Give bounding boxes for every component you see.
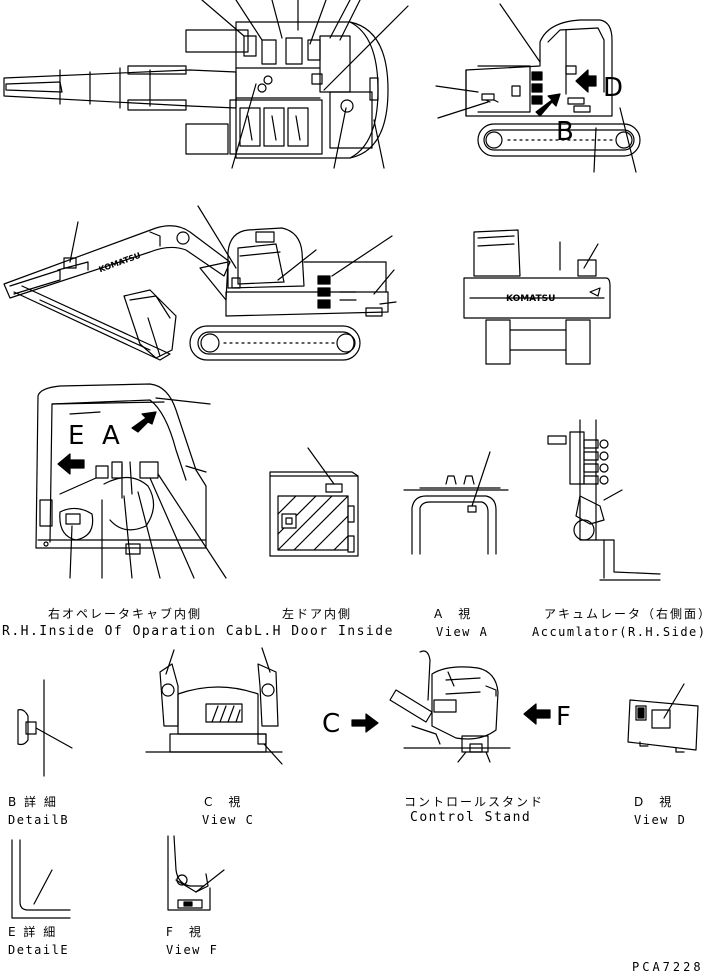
- caption-rh-cab-en: R.H.Inside Of Oparation Cab: [2, 624, 254, 639]
- caption-control-stand-en: Control Stand: [410, 810, 532, 825]
- caption-rh-cab-jp: 右オペレータキャブ内側: [48, 607, 203, 621]
- caption-view-c-jp: C 視: [204, 795, 243, 809]
- caption-detail-b-jp: B 詳 細: [8, 795, 58, 809]
- caption-lh-door-jp: 左ドア内側: [282, 607, 353, 621]
- detail-b: [17, 679, 73, 777]
- accumulator-view: [547, 419, 661, 581]
- marker-c: C: [322, 709, 341, 739]
- detail-e: [11, 839, 71, 919]
- arrow-f-icon: [523, 703, 551, 725]
- marker-f: F: [556, 702, 571, 732]
- view-a: [403, 451, 509, 555]
- top-view-excavator: [3, 0, 409, 169]
- caption-view-c-en: View C: [202, 813, 255, 827]
- caption-detail-e-en: DetailE: [8, 943, 70, 957]
- drawing-code: PCA7228: [632, 960, 704, 974]
- caption-view-f-jp: F 視: [166, 925, 203, 939]
- control-stand: [389, 650, 511, 763]
- marker-e: E: [68, 421, 85, 451]
- rear-view: [463, 229, 611, 365]
- side-view-left: [3, 205, 397, 361]
- caption-view-d-en: View D: [634, 813, 687, 827]
- marker-d: D: [603, 73, 624, 103]
- caption-view-f-en: View F: [166, 943, 219, 957]
- caption-view-a-en: View A: [436, 625, 489, 639]
- cab-interior-rh: [35, 383, 227, 579]
- marker-a: A: [102, 421, 120, 451]
- view-d: [627, 683, 699, 753]
- side-view-right: [435, 3, 641, 173]
- caption-detail-e-jp: E 詳 細: [8, 925, 58, 939]
- caption-view-a-jp: A 視: [434, 607, 473, 621]
- caption-view-d-jp: D 視: [634, 795, 674, 809]
- caption-lh-door-en: L.H Door Inside: [254, 624, 394, 639]
- arrow-c-icon: [351, 713, 379, 733]
- lh-door-inside: [269, 447, 359, 557]
- caption-accum-en: Accumlator(R.H.Side): [532, 625, 707, 639]
- caption-detail-b-en: DetailB: [8, 813, 70, 827]
- caption-accum-jp: アキュムレータ（右側面）: [544, 607, 713, 621]
- marker-b: B: [556, 117, 574, 147]
- brand-mark-rear: KOMATSU: [506, 294, 556, 304]
- view-c: [145, 647, 283, 765]
- caption-control-stand-jp: コントロールスタンド: [404, 795, 545, 809]
- view-f: [167, 835, 225, 911]
